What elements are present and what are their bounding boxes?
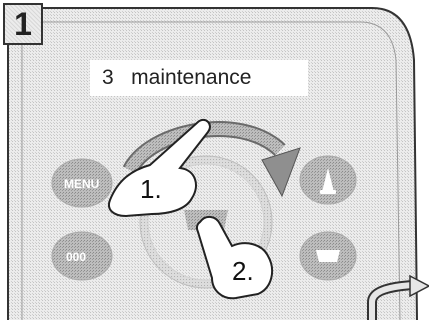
hand-2-label: 2. <box>232 256 254 286</box>
step-number-badge: 1 <box>3 3 43 45</box>
display-text: 3 maintenance <box>90 66 251 90</box>
hand-1-label: 1. <box>140 174 162 204</box>
right-bottom-button[interactable] <box>300 232 356 280</box>
left-bottom-button[interactable]: 000 <box>52 232 112 280</box>
steam-button[interactable] <box>300 156 356 204</box>
display-screen: 3 maintenance <box>90 60 308 96</box>
cup-icon <box>316 250 340 262</box>
step-number: 1 <box>14 8 32 40</box>
left-bottom-button-label: 000 <box>66 250 86 264</box>
menu-button[interactable]: MENU <box>52 159 112 207</box>
menu-button-label: MENU <box>64 177 99 191</box>
